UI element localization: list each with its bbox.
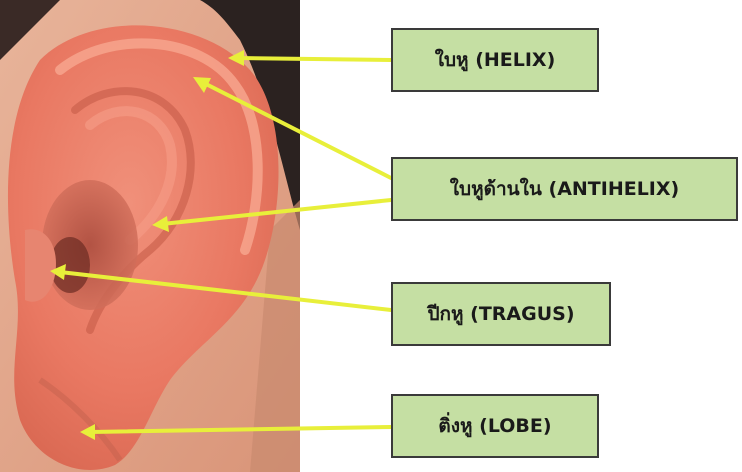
label-tragus: ปีกหู (TRAGUS) bbox=[391, 282, 611, 346]
label-lobe-text: ติ่งหู (LOBE) bbox=[438, 411, 551, 441]
label-antihelix-text: ใบหูด้านใน (ANTIHELIX) bbox=[450, 174, 679, 204]
label-antihelix: ใบหูด้านใน (ANTIHELIX) bbox=[391, 157, 738, 221]
label-tragus-text: ปีกหู (TRAGUS) bbox=[427, 299, 574, 329]
ear-image bbox=[0, 0, 300, 472]
label-helix-text: ใบหู (HELIX) bbox=[435, 45, 556, 75]
label-lobe: ติ่งหู (LOBE) bbox=[391, 394, 599, 458]
label-helix: ใบหู (HELIX) bbox=[391, 28, 599, 92]
pointer-helix bbox=[238, 58, 391, 60]
